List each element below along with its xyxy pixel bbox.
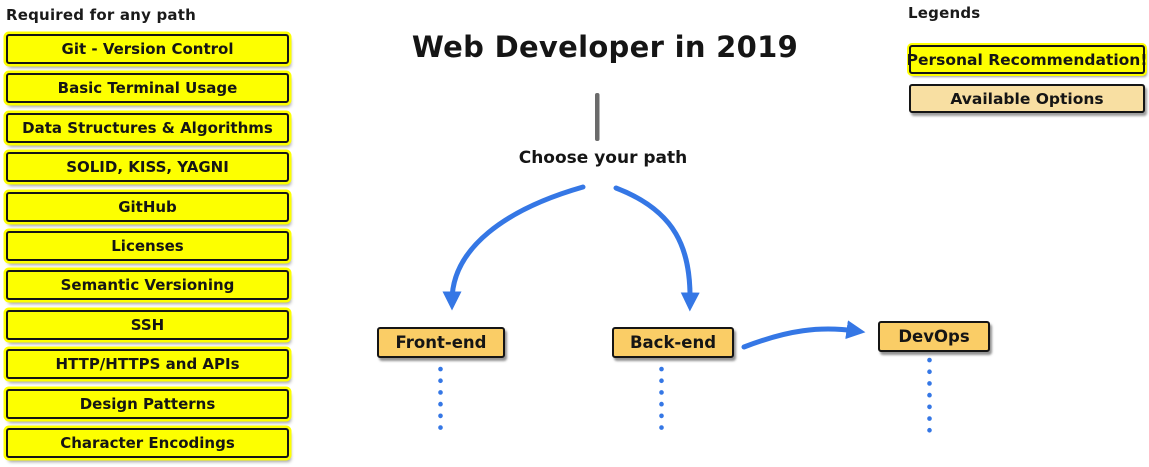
required-item-design-patterns: Design Patterns bbox=[6, 388, 289, 419]
page-title: Web Developer in 2019 bbox=[411, 30, 799, 64]
legend-header: Legends bbox=[908, 4, 981, 22]
required-item-semver: Semantic Versioning bbox=[6, 270, 289, 301]
required-item-dsa: Data Structures & Algorithms bbox=[6, 112, 289, 143]
required-item-http: HTTP/HTTPS and APIs bbox=[6, 349, 289, 380]
choose-path-label: Choose your path bbox=[518, 148, 688, 168]
required-section: Required for any path Git - Version Cont… bbox=[6, 6, 289, 467]
required-item-ssh: SSH bbox=[6, 309, 289, 340]
frontend-path-box: Front-end bbox=[377, 327, 505, 358]
arrow-backend-to-devops bbox=[741, 320, 866, 350]
devops-path-box: DevOps bbox=[878, 321, 990, 352]
required-item-github: GitHub bbox=[6, 191, 289, 222]
arrow-to-frontend bbox=[442, 184, 586, 311]
required-item-encodings: Character Encodings bbox=[6, 427, 289, 458]
required-section-header: Required for any path bbox=[6, 6, 196, 24]
required-item-git: Git - Version Control bbox=[6, 34, 289, 64]
required-item-solid: SOLID, KISS, YAGNI bbox=[6, 152, 289, 183]
title-divider-line bbox=[595, 93, 600, 141]
arrow-to-backend bbox=[613, 185, 700, 312]
legend-personal-recommendation: Personal Recommendation! bbox=[907, 45, 1147, 74]
required-item-terminal: Basic Terminal Usage bbox=[6, 73, 289, 104]
legend-available-options: Available Options bbox=[909, 84, 1145, 113]
backend-path-box: Back-end bbox=[612, 327, 734, 358]
required-item-licenses: Licenses bbox=[6, 230, 289, 261]
